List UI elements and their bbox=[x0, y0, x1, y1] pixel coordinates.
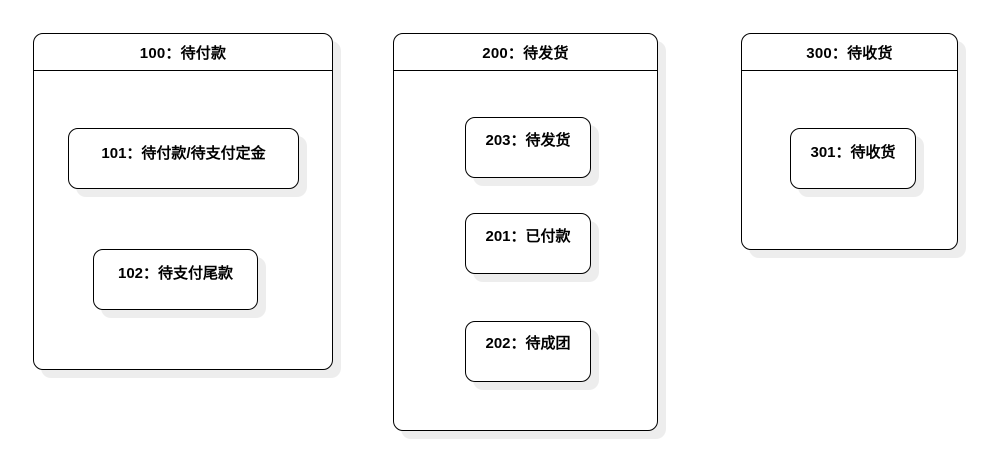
state-201: 201：已付款 bbox=[465, 213, 591, 274]
state-202: 202：待成团 bbox=[465, 321, 591, 382]
state-102-label: 102：待支付尾款 bbox=[117, 265, 234, 282]
state-203: 203：待发货 bbox=[465, 117, 591, 178]
state-group-100-title: 100：待付款 bbox=[34, 34, 332, 71]
state-102: 102：待支付尾款 bbox=[93, 249, 258, 310]
state-201-label: 201：已付款 bbox=[485, 228, 571, 245]
state-203-label: 203：待发货 bbox=[485, 132, 571, 149]
state-group-100: 100：待付款 bbox=[33, 33, 333, 370]
state-101: 101：待付款/待支付定金 bbox=[68, 128, 299, 189]
state-group-300-title: 300：待收货 bbox=[742, 34, 957, 71]
state-group-200-title: 200：待发货 bbox=[394, 34, 657, 71]
state-301-label: 301：待收货 bbox=[810, 144, 896, 161]
state-101-label: 101：待付款/待支付定金 bbox=[101, 145, 266, 162]
state-202-label: 202：待成团 bbox=[485, 335, 571, 352]
state-301: 301：待收货 bbox=[790, 128, 916, 189]
